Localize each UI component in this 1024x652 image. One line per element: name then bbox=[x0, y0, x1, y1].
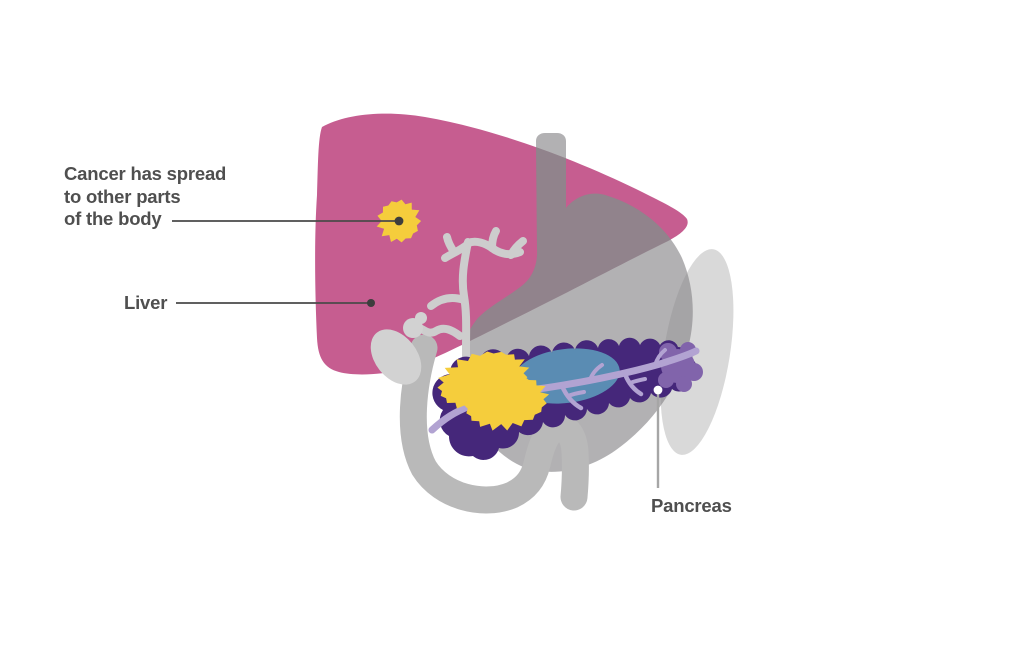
gallbladder-shape bbox=[370, 312, 427, 385]
liver-shape bbox=[315, 113, 688, 375]
vessel-branch-up-1 bbox=[588, 363, 604, 382]
hepatic-duct-twig-3 bbox=[507, 237, 527, 259]
hepatic-duct-twig-2 bbox=[488, 227, 500, 252]
pancreas-label: Pancreas bbox=[651, 495, 732, 516]
tumor-pancreas-primary-lobe-b bbox=[463, 375, 550, 431]
liver-label: Liver bbox=[124, 292, 168, 313]
vessel-branch-2 bbox=[559, 383, 584, 411]
vessel-branch-2-twig bbox=[566, 390, 586, 398]
metastasis-label-line3: of the body bbox=[64, 208, 162, 230]
left-duct-branch bbox=[427, 294, 468, 310]
metastasis-label-line2: to other parts bbox=[64, 185, 181, 207]
leader-lines bbox=[172, 216, 663, 488]
splenic-vessel-main bbox=[428, 347, 700, 434]
hepatic-duct-twig-1 bbox=[443, 233, 458, 256]
vessel-branch-up-2 bbox=[653, 348, 667, 367]
duodenum-shape bbox=[399, 334, 589, 514]
metastasis-label-line1: Cancer has spread bbox=[64, 163, 227, 184]
pancreas-leader-dot bbox=[653, 385, 663, 395]
metastasis-label: Cancer has spread to other parts of the … bbox=[64, 163, 226, 231]
metastasis-leader-dot bbox=[394, 216, 404, 226]
vessel-branch-3 bbox=[622, 371, 644, 397]
vessel-branch-3-twig bbox=[628, 377, 647, 385]
liver-leader-dot bbox=[367, 299, 375, 307]
